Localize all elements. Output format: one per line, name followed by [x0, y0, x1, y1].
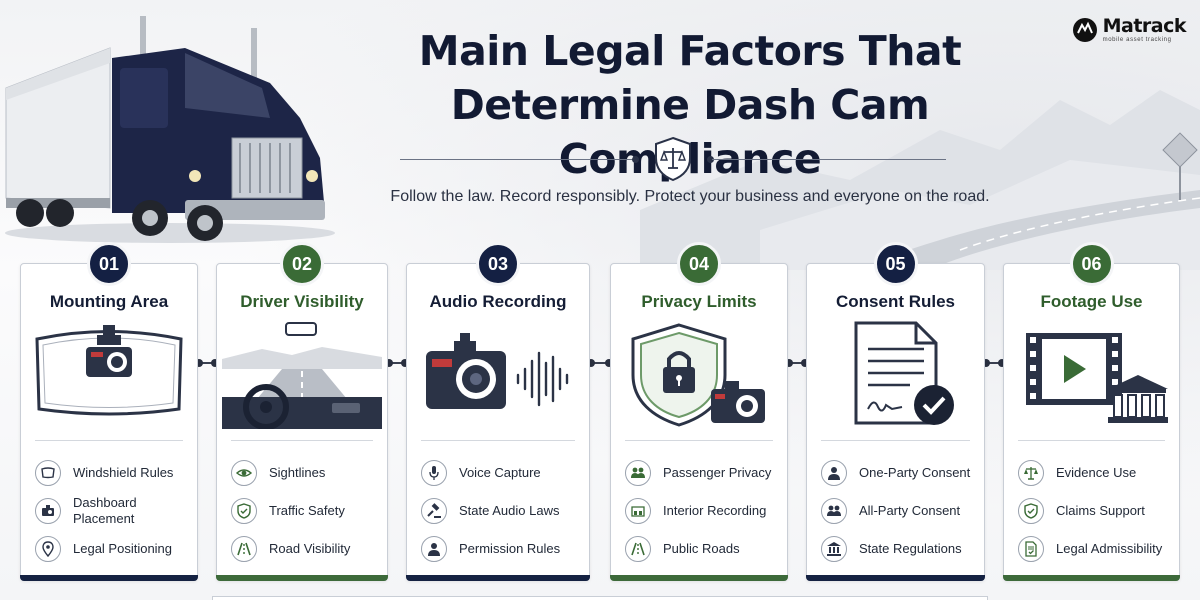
video-courthouse-illustration — [1025, 333, 1168, 423]
card-driver-visibility: 02 Driver Visibility Sightlines Traffic … — [216, 242, 388, 581]
item-label: State Regulations — [859, 541, 962, 556]
dashcam-icon — [35, 498, 61, 524]
card-number-badge: 06 — [1069, 242, 1114, 286]
card-number-badge: 01 — [87, 242, 131, 286]
logo-brand: Matrack — [1102, 15, 1187, 37]
item-label: Public Roads — [663, 541, 740, 556]
scales-shield-icon — [655, 136, 691, 182]
item-label: Windshield Rules — [73, 465, 174, 480]
driver-view-illustration — [222, 319, 382, 429]
card-title: Consent Rules — [835, 292, 956, 311]
scales-icon — [1018, 460, 1044, 486]
person-icon — [421, 536, 447, 562]
microphone-icon — [421, 460, 447, 486]
item-label: Claims Support — [1056, 503, 1145, 518]
card-title: Driver Visibility — [240, 292, 364, 311]
card-mounting-area: 01 Mounting Area Windshield Rules Dashbo… — [20, 242, 198, 581]
item-label: Legal Admissibility — [1056, 541, 1163, 556]
item-label: Passenger Privacy — [663, 465, 772, 480]
list-item: Passenger Privacy — [625, 454, 781, 492]
list-item: State Audio Laws — [421, 492, 583, 530]
signed-document-illustration — [854, 321, 954, 425]
matrack-logo: Matrack mobile asset tracking — [1071, 15, 1187, 44]
list-item: Legal Positioning — [35, 530, 191, 568]
item-label: State Audio Laws — [459, 503, 560, 518]
item-label: Traffic Safety — [269, 503, 345, 518]
people-icon — [625, 460, 651, 486]
privacy-shield-illustration — [631, 323, 765, 427]
logo-mark-icon — [1072, 18, 1097, 42]
card-connector — [385, 359, 409, 367]
windshield-dashcam-illustration — [35, 325, 183, 416]
list-item: All-Party Consent — [821, 492, 978, 530]
eye-icon — [231, 460, 257, 486]
list-item: One-Party Consent — [821, 454, 978, 492]
item-label: Permission Rules — [459, 541, 561, 556]
item-label: All-Party Consent — [859, 503, 961, 518]
windshield-icon — [35, 460, 61, 486]
logo-tagline: mobile asset tracking — [1102, 37, 1172, 43]
dashcam-audio-illustration — [426, 333, 569, 409]
item-label: Evidence Use — [1056, 465, 1137, 480]
card-audio-recording: 03 Audio Recording Voice Capture State A… — [406, 242, 590, 581]
list-item: Claims Support — [1018, 492, 1173, 530]
shield-check-icon — [231, 498, 257, 524]
item-label: Sightlines — [269, 465, 326, 480]
footer-panel-edge — [212, 596, 988, 600]
people-icon — [821, 498, 847, 524]
page-title: Main Legal Factors That Determine Dash C… — [340, 24, 1040, 186]
title-divider — [400, 136, 946, 182]
list-item: State Regulations — [821, 530, 978, 568]
item-label: One-Party Consent — [859, 465, 971, 480]
subtitle: Follow the law. Record responsibly. Prot… — [390, 188, 990, 205]
card-footage-use: 06 Footage Use Evidence Use Claims Suppo… — [1003, 242, 1180, 581]
card-privacy-limits: 04 Privacy Limits Passenger Privacy Inte… — [610, 242, 788, 581]
list-item: Windshield Rules — [35, 454, 191, 492]
title-line-1: Main Legal Factors That — [418, 27, 962, 75]
card-connector — [785, 359, 809, 367]
road-icon — [625, 536, 651, 562]
road-icon — [231, 536, 257, 562]
courthouse-icon — [821, 536, 847, 562]
card-consent-rules: 05 Consent Rules One-Party Consent All-P… — [806, 242, 985, 581]
car-interior-icon — [625, 498, 651, 524]
gavel-icon — [421, 498, 447, 524]
card-title: Footage Use — [1040, 292, 1143, 311]
semi-truck-image — [5, 16, 335, 243]
item-label: Dashboard Placement — [73, 495, 137, 526]
card-connector — [982, 359, 1006, 367]
list-item: Road Visibility — [231, 530, 381, 568]
card-title: Audio Recording — [429, 292, 567, 311]
card-title: Mounting Area — [49, 292, 169, 311]
person-icon — [821, 460, 847, 486]
list-item: Sightlines — [231, 454, 381, 492]
list-item: Dashboard Placement — [35, 492, 191, 530]
card-title: Privacy Limits — [641, 292, 757, 311]
shield-check-icon — [1018, 498, 1044, 524]
card-number-badge: 02 — [280, 242, 324, 286]
location-pin-icon — [35, 536, 61, 562]
item-label: Voice Capture — [459, 465, 541, 480]
card-connector — [587, 359, 613, 367]
list-item: Interior Recording — [625, 492, 781, 530]
card-number-badge: 04 — [677, 242, 721, 286]
card-number-badge: 05 — [873, 242, 918, 286]
card-number-badge: 03 — [476, 242, 520, 286]
list-item: Evidence Use — [1018, 454, 1173, 492]
document-check-icon — [1018, 536, 1044, 562]
item-label: Interior Recording — [663, 503, 767, 518]
item-label: Road Visibility — [269, 541, 351, 556]
list-item: Public Roads — [625, 530, 781, 568]
list-item: Voice Capture — [421, 454, 583, 492]
item-label: Legal Positioning — [73, 541, 173, 556]
card-connector — [195, 359, 219, 367]
list-item: Permission Rules — [421, 530, 583, 568]
list-item: Legal Admissibility — [1018, 530, 1173, 568]
list-item: Traffic Safety — [231, 492, 381, 530]
